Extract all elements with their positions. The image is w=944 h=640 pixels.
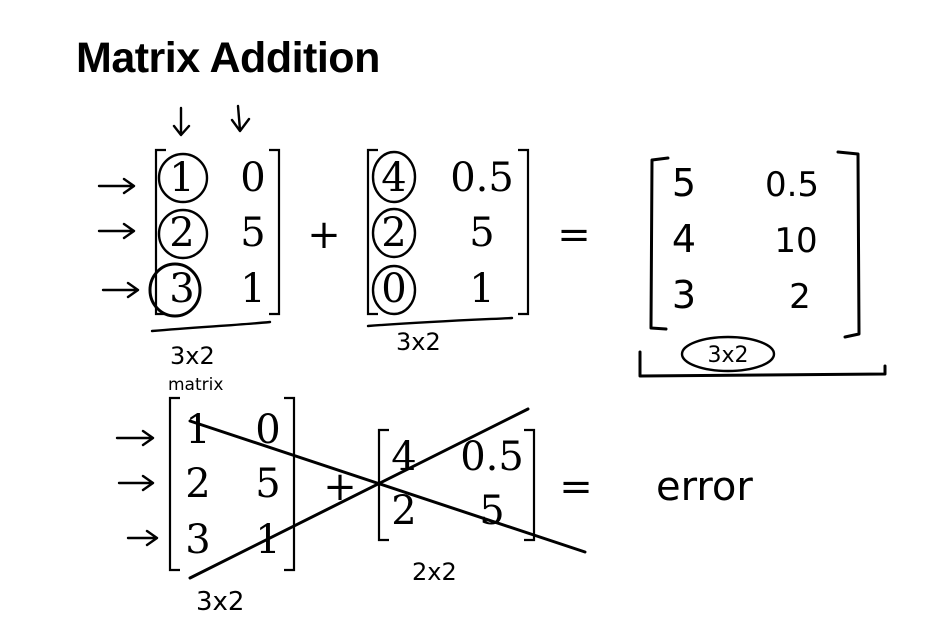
matrix-cell: 5	[672, 161, 696, 205]
result-matrix: 5 0.5 4 10 3 2	[649, 150, 861, 339]
right-arrow-icon	[126, 529, 159, 547]
matrix-cell: 2	[185, 461, 210, 507]
circle-mark	[680, 335, 776, 373]
circle-mark	[371, 264, 417, 316]
top-matrix-b: 4 0.5 2 5 0 1	[366, 148, 530, 316]
matrix-cell: 0.5	[460, 434, 524, 480]
matrix-cell: 1	[240, 266, 265, 312]
matrix-cell: 3	[169, 266, 194, 312]
cross-out-stroke	[188, 419, 587, 554]
bottom-matrix-a: 1 0 2 5 3 1	[168, 396, 296, 572]
right-bracket	[836, 150, 861, 339]
right-arrow-icon	[97, 222, 136, 240]
matrix-cell: 5	[255, 461, 280, 507]
matrix-cell: 0	[240, 155, 265, 201]
right-arrow-icon	[97, 177, 136, 195]
right-bracket	[284, 396, 296, 572]
underline	[638, 350, 887, 378]
right-bracket	[518, 148, 530, 316]
matrix-cell: 5	[469, 210, 494, 256]
dimension-label: 3x2	[707, 343, 748, 368]
equals-sign: =	[557, 212, 591, 258]
matrix-cell: 1	[169, 155, 194, 201]
circle-mark	[148, 262, 202, 318]
left-bracket	[366, 148, 378, 316]
circle-mark	[157, 152, 209, 204]
right-bracket	[524, 428, 536, 542]
matrix-cell: 3	[185, 517, 210, 563]
left-bracket	[168, 396, 180, 572]
dimension-label: 3x2	[196, 587, 244, 617]
underline	[366, 316, 514, 328]
annotation-word: matrix	[168, 375, 223, 395]
circle-mark	[371, 150, 417, 204]
slide-title: Matrix Addition	[76, 34, 380, 82]
right-bracket	[269, 148, 281, 316]
matrix-cell: 2	[381, 210, 406, 256]
matrix-cell: 2	[169, 210, 194, 256]
dimension-label: 2x2	[412, 558, 457, 586]
matrix-cell: 0.5	[450, 155, 514, 201]
matrix-cell: 5	[479, 488, 504, 534]
left-bracket	[649, 156, 670, 331]
right-arrow-icon	[101, 281, 140, 299]
bottom-matrix-b: 4 0.5 2 5	[377, 428, 536, 542]
row-arrows	[97, 177, 140, 299]
equals-sign: =	[559, 464, 593, 510]
down-arrow-icon	[230, 104, 251, 133]
dimension-label: 3x2	[396, 328, 441, 356]
down-arrow-icon	[172, 106, 191, 137]
matrix-cell: 1	[469, 266, 494, 312]
row-arrows	[115, 429, 159, 547]
matrix-cell: 2	[789, 277, 811, 317]
matrix-cell: 4	[381, 155, 406, 201]
top-matrix-a: 1 0 2 5 3 1	[154, 148, 281, 316]
matrix-cell: 4	[672, 217, 696, 261]
matrix-cell: 0	[381, 266, 406, 312]
matrix-cell: 4	[391, 434, 416, 480]
circled-entries	[148, 150, 417, 318]
cross-out-stroke	[188, 407, 530, 580]
column-arrows	[172, 104, 251, 137]
circle-mark	[371, 207, 417, 259]
matrix-cell: 10	[774, 221, 817, 261]
matrix-cell: 1	[185, 407, 210, 453]
error-label: error	[656, 464, 753, 510]
matrix-cell: 5	[240, 210, 265, 256]
matrix-cell: 3	[672, 273, 696, 317]
left-bracket	[154, 148, 166, 316]
circle-mark	[157, 208, 209, 260]
plus-sign: +	[307, 212, 341, 258]
underline	[150, 320, 272, 333]
right-arrow-icon	[115, 429, 155, 447]
right-arrow-icon	[117, 474, 155, 492]
matrix-cell: 0.5	[765, 165, 819, 205]
dimension-label: 3x2	[170, 342, 215, 370]
